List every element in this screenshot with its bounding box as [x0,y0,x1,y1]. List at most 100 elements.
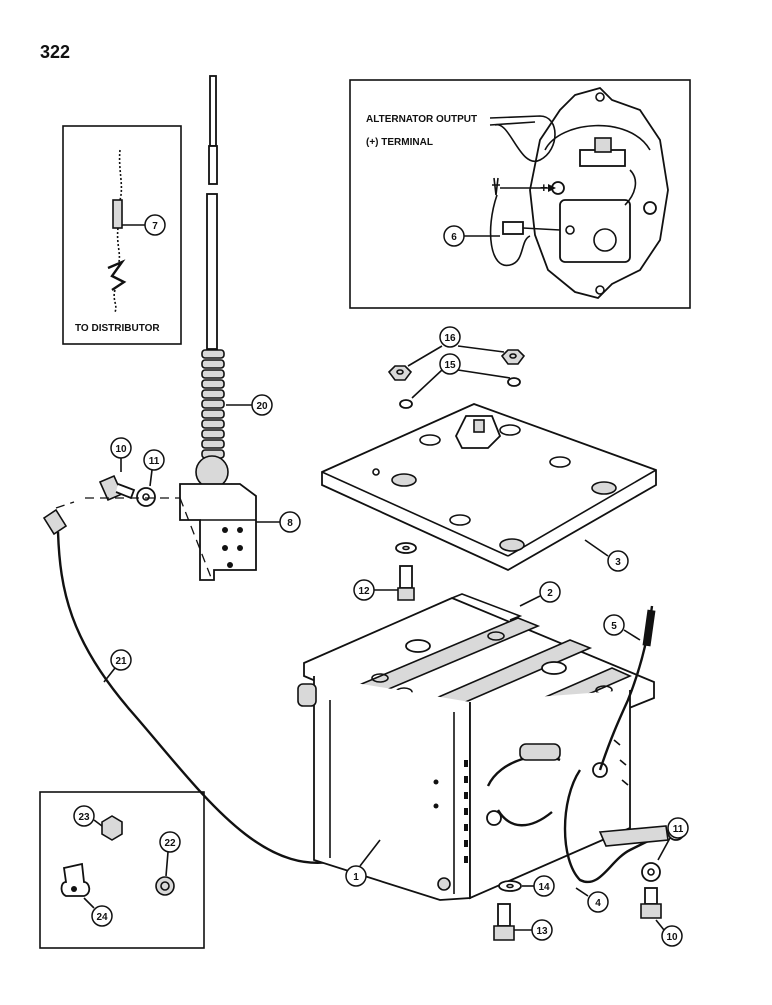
antenna-tip-lower [208,145,218,185]
plate-grommet-1 [391,473,417,487]
plate-hole-3 [499,424,521,436]
radio-knob [297,683,317,707]
antenna-tip [209,75,217,147]
resistor-part [112,199,123,229]
ground-screw [643,201,657,215]
bolt-13-shank [497,903,511,927]
power-wire-sleeve [642,609,656,647]
capacitor-boss [593,228,617,252]
plate-2-hole-2 [371,673,389,683]
inset-clips: 23 22 24 [39,791,205,949]
callout-8-label: 8 [287,518,293,529]
output-wire [489,115,556,163]
antenna-assembly: 20 8 [179,75,301,581]
washer-15-right [507,377,521,387]
callout-12-label: 12 [358,586,370,597]
radio-unit: 5 4 1 2 [297,581,685,913]
bracket-fasteners: 10 11 [98,437,165,507]
capacitor-lead-right [522,227,561,231]
alternator-label-line2: (+) TERMINAL [366,137,433,148]
callout-1 [345,865,367,887]
inset-wire-end [113,289,117,313]
radio-side [469,690,631,900]
callout-10-lower [661,925,683,947]
callout-1-label: 1 [353,872,359,883]
inline-fuse [519,743,561,761]
plate-2-boss-2 [541,661,567,675]
page-number: 322 [40,42,70,62]
callout-13-label: 13 [536,926,548,937]
nut-16-right [500,349,526,365]
callout-12 [353,579,375,601]
washer-15-left [399,399,413,409]
plate-right-edge [507,469,657,557]
inset-wire-lower [116,227,121,266]
callout-20 [251,394,273,416]
clip-23 [101,815,123,841]
callout-15-label: 15 [444,360,456,371]
radio-side-vents [433,760,468,863]
bracket-hole-3 [222,545,228,551]
leader-10-lower [655,919,665,931]
plate-2-hole-1 [487,631,505,641]
callout-21-label: 21 [115,656,127,667]
plate-front-edge [321,471,509,557]
alignment-dash [55,497,213,582]
callout-10-lower-label: 10 [666,932,678,943]
inset-alternator-frame [349,79,691,309]
lock-washer-11-lower [641,862,661,882]
plate-hole-4 [449,514,471,526]
leader-11-lower [657,837,671,861]
plate-2-notch [451,593,523,621]
callout-22-label: 22 [164,838,176,849]
leader-22 [165,851,169,877]
terminal-screw [486,810,502,826]
bolt-12-shank [399,565,413,589]
callout-14-label: 14 [538,882,550,893]
callout-3-label: 3 [615,557,621,568]
bolt-10-lower-shank [644,887,658,905]
internal-wire-b [496,809,553,827]
leader-11-top [149,469,153,487]
radio-front [313,676,471,901]
inset-distributor-frame [62,125,182,345]
leader-2 [519,595,541,607]
bracket-hole-1 [222,527,228,533]
alternator-label-line1: ALTERNATOR OUTPUT [366,114,477,125]
antenna-spring [201,349,225,459]
plate-small-hole [372,468,380,476]
capacitor-lead [489,194,531,266]
bolt-13-head [493,925,515,941]
plate-grommet-2 [591,481,617,495]
callout-2 [539,581,561,603]
grommet-22 [155,876,175,896]
plate-grommet-3 [499,538,525,552]
bolt-10-lower-head [640,903,662,919]
callout-20-label: 20 [256,401,268,412]
bracket-hole-5 [227,562,233,568]
leader-4 [575,887,589,897]
nut-16-left [387,365,413,381]
callout-24-label: 24 [96,912,108,923]
leader-16 [407,345,505,367]
inset-clips-frame [39,791,205,949]
callout-16-label: 16 [444,333,456,344]
inset-alternator: ALTERNATOR OUTPUT (+) TERMINAL + 6 [349,79,691,309]
callout-2-label: 2 [547,588,553,599]
bracket-hole-4 [237,545,243,551]
bracket-hole-2 [237,527,243,533]
spade-lug [492,177,500,196]
plate-hole-1 [419,434,441,446]
mounting-hole-top [595,92,605,102]
callout-21 [110,649,132,671]
callout-4 [587,891,609,913]
lock-washer-11-hole [142,493,150,501]
callout-8 [279,511,301,533]
plate-3 [321,403,657,572]
plate-fasteners: 16 15 [387,326,526,409]
leader-21 [103,667,116,683]
plate-stud [473,419,485,433]
flat-washer-12 [395,542,417,554]
callout-4-label: 4 [595,898,601,909]
